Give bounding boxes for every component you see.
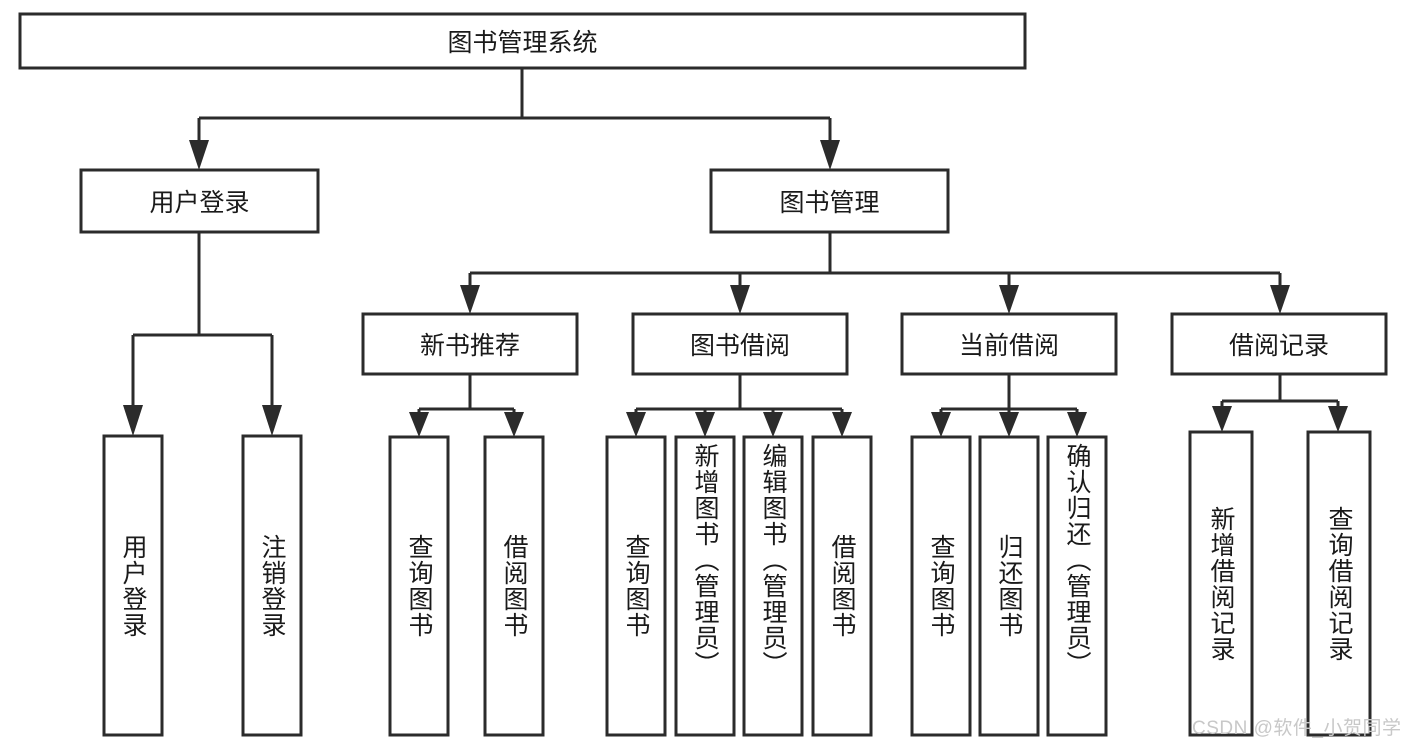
node-leaf-borrow-book-1[interactable]: [483, 435, 545, 737]
arrow-head-leaf-query-book-1: [409, 412, 429, 437]
node-current-borrow[interactable]: [900, 312, 1118, 376]
node-root-book-management-system[interactable]: [18, 12, 1027, 70]
arrow-head-leaf-edit-book: [763, 412, 783, 437]
node-leaf-user-login[interactable]: [102, 434, 164, 737]
watermark-text: CSDN @软件_小贺同学: [1192, 718, 1402, 739]
node-borrow-record[interactable]: [1170, 312, 1388, 376]
node-leaf-query-book-1[interactable]: [388, 435, 450, 737]
node-leaf-edit-book-admin[interactable]: [742, 435, 804, 737]
arrow-head-user-login: [189, 140, 209, 170]
node-new-book-recommend[interactable]: [361, 312, 579, 376]
node-leaf-query-book-2[interactable]: [605, 435, 667, 737]
arrow-head-leaf-logout: [262, 405, 282, 436]
node-leaf-return-book[interactable]: [978, 435, 1040, 737]
arrow-head-leaf-user-login: [123, 405, 143, 436]
arrow-head-leaf-borrow-book-2: [832, 412, 852, 437]
node-leaf-borrow-book-2[interactable]: [811, 435, 873, 737]
node-leaf-query-borrow-record[interactable]: [1306, 430, 1372, 737]
arrow-head-leaf-query-record: [1328, 406, 1348, 432]
node-leaf-add-book-admin[interactable]: [674, 435, 736, 737]
arrow-head-new-book-recommend: [460, 285, 480, 314]
arrow-head-leaf-add-record: [1212, 406, 1232, 432]
node-user-login[interactable]: [79, 168, 320, 234]
node-leaf-add-borrow-record[interactable]: [1188, 430, 1254, 737]
arrow-head-leaf-confirm-return: [1067, 412, 1087, 437]
node-book-borrow[interactable]: [631, 312, 849, 376]
arrow-head-leaf-borrow-book-1: [504, 412, 524, 437]
arrow-head-current-borrow: [999, 285, 1019, 314]
node-leaf-query-book-3[interactable]: [910, 435, 972, 737]
arrow-head-leaf-add-book: [695, 412, 715, 437]
arrow-head-leaf-query-book-3: [931, 412, 951, 437]
arrow-head-leaf-return-book: [999, 412, 1019, 437]
node-leaf-logout[interactable]: [241, 434, 303, 737]
arrow-head-borrow-record: [1270, 285, 1290, 314]
node-leaf-confirm-return-admin[interactable]: [1046, 435, 1108, 737]
arrow-head-book-borrow: [730, 285, 750, 314]
node-book-management[interactable]: [709, 168, 950, 234]
arrow-head-leaf-query-book-2: [626, 412, 646, 437]
arrow-head-book-management: [820, 140, 840, 170]
